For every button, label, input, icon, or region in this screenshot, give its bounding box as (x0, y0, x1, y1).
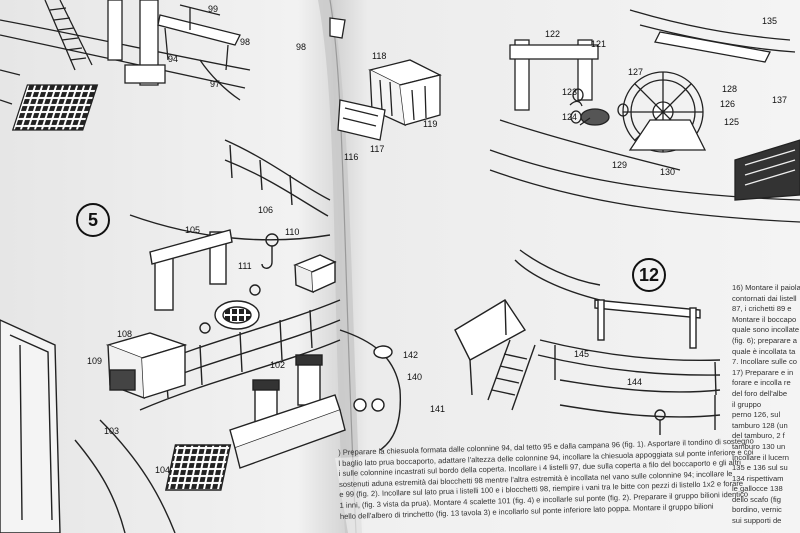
label-94: 94 (168, 54, 179, 64)
label-118: 118 (372, 51, 387, 61)
label-119: 119 (423, 119, 438, 129)
text-line: del foro dell'albe (732, 388, 788, 398)
label-103: 103 (104, 426, 120, 436)
text-line: 134 rispettivam (732, 473, 784, 483)
text-line: sui supporti de (732, 516, 782, 526)
label-137: 137 (772, 95, 788, 105)
label-141: 141 (430, 404, 446, 414)
text-line: il gruppo (732, 399, 762, 409)
label-105: 105 (185, 225, 201, 235)
text-line: (fig. 6); preparare a (732, 335, 797, 345)
figure-5-number: 5 (76, 203, 110, 237)
label-126: 126 (720, 99, 736, 109)
text-line: forare e incolla re (732, 378, 791, 388)
text-line: tamburo 130 un (732, 441, 786, 451)
label-104: 104 (155, 465, 171, 475)
label-106: 106 (258, 205, 274, 215)
figure-12-drawing (339, 249, 721, 451)
label-125: 125 (724, 117, 740, 127)
label-121: 121 (591, 39, 607, 49)
label-135: 135 (762, 16, 778, 26)
label-111: 111 (238, 261, 252, 271)
text-line: del tamburo, 2 f (732, 431, 785, 441)
left-page-instructions: ) Preparare la chiesuola formata dalle c… (338, 436, 756, 522)
capstan-wheel-drawing (509, 39, 707, 153)
text-line: Montare il boccapo (732, 314, 797, 324)
label-117: 117 (370, 144, 385, 154)
label-129: 129 (612, 160, 628, 170)
label-110: 110 (285, 227, 300, 237)
label-128: 128 (722, 84, 738, 94)
label-144: 144 (627, 377, 643, 387)
label-99: 99 (208, 4, 219, 14)
label-98-box: 98 (296, 42, 307, 52)
label-102: 102 (270, 360, 286, 370)
label-123: 123 (562, 87, 578, 97)
text-line: 135 e 136 sul su (732, 463, 788, 473)
label-116: 116 (344, 152, 359, 162)
text-line: bordino, vernic (732, 505, 782, 515)
text-line: dello scafo (fig (732, 494, 781, 504)
top-right-hull-and-rail (489, 9, 800, 223)
text-line: perno 126, sul (732, 410, 781, 420)
label-142: 142 (403, 350, 419, 360)
label-145: 145 (574, 349, 590, 359)
text-line: le gallocce 138 (732, 484, 783, 494)
text-line: 17) Preparare e in (732, 367, 794, 377)
text-line: 87, i crichetti 89 e (732, 304, 792, 314)
text-line: quale sono incollate (732, 325, 800, 335)
text-line: Incollare il lucern (732, 452, 789, 462)
top-left-deck-drawing (0, 0, 251, 131)
right-column-instructions: 16) Montare il paiola contornati dai lis… (732, 283, 800, 527)
text-line: tamburo 128 (un (732, 420, 788, 430)
figure-12-number: 12 (632, 258, 666, 292)
label-109: 109 (87, 356, 103, 366)
label-127: 127 (628, 67, 644, 77)
label-108: 108 (117, 329, 133, 339)
label-98-top: 98 (240, 37, 251, 47)
label-122: 122 (545, 29, 561, 39)
label-140: 140 (407, 372, 423, 382)
top-middle-boxes (329, 17, 442, 141)
figure-5-drawing (0, 139, 346, 533)
label-130: 130 (660, 167, 676, 177)
label-124: 124 (562, 112, 578, 122)
text-line: 7. Incollare sulle co (732, 357, 798, 367)
text-line: contornati dai listell (732, 293, 797, 303)
text-line: quale è incollata ta (732, 346, 796, 356)
label-97: 97 (210, 79, 221, 89)
text-line: 16) Montare il paiola (732, 283, 800, 292)
